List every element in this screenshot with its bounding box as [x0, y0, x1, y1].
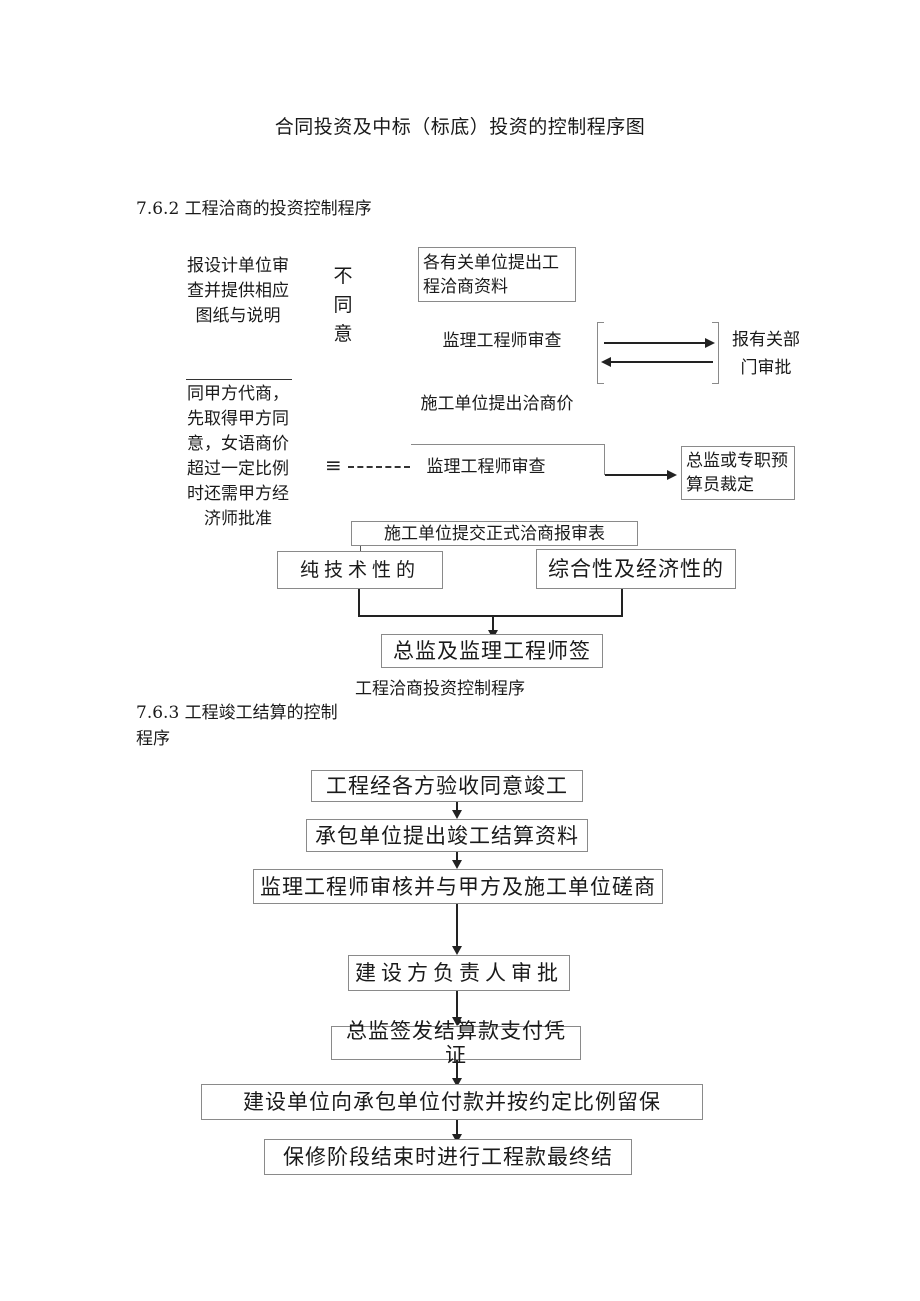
connector-review2-to-chief — [605, 474, 669, 476]
bracket-over-review-2 — [411, 444, 605, 475]
flow-step-2[interactable]: 承包单位提出竣工结算资料 — [306, 819, 588, 852]
label-supervisor-review: 监理工程师审查 — [442, 331, 562, 351]
flow-step-1[interactable]: 工程经各方验收同意竣工 — [311, 770, 583, 802]
arrow-down-step1-step2 — [452, 810, 462, 819]
connector-step5-step6 — [456, 1060, 458, 1082]
connector-merge-horizontal — [358, 615, 623, 617]
flow-step-6[interactable]: 建设单位向承包单位付款并按约定比例留保 — [201, 1084, 703, 1120]
box-pure-technical[interactable]: 纯技术性的 — [277, 551, 443, 589]
triple-bar-icon: ≡ — [325, 453, 342, 477]
arrow-right-to-authority — [705, 338, 715, 348]
divider-left-note — [186, 379, 292, 380]
note-negotiate-with-owner: 同甲方代商，先取得甲方同意，女语商价超过一定比例时还需甲方经济师批准 — [187, 384, 289, 529]
arrow-right-to-chief — [667, 470, 677, 480]
connector-economic-down — [621, 589, 623, 616]
connector-step3-step4 — [456, 904, 458, 950]
dashed-connector — [348, 466, 410, 468]
box-chief-or-budget-officer-ruling[interactable]: 总监或专职预算员裁定 — [681, 446, 795, 500]
arrow-down-step3-step4 — [452, 946, 462, 955]
label-supervisor-review-2: 监理工程师审查 — [426, 457, 546, 477]
connector-authority-to-review — [610, 361, 713, 363]
section-heading-762: 7.6.2 工程洽商的投资控制程序 — [136, 199, 372, 219]
flow-step-4[interactable]: 建设方负责人审批 — [348, 955, 570, 991]
connector-technical-down — [358, 589, 360, 616]
box-chief-and-supervisor-sign[interactable]: 总监及监理工程师签 — [381, 634, 603, 668]
box-comprehensive-economic[interactable]: 综合性及经济性的 — [536, 549, 736, 589]
connector-step1-step2 — [456, 802, 458, 814]
section-heading-763-line2: 程序 — [136, 729, 170, 749]
arrow-down-step4-step5 — [452, 1017, 462, 1026]
connector-form-to-branch — [360, 546, 361, 552]
bracket-left-marker — [597, 322, 604, 384]
connector-merge-down — [492, 615, 494, 633]
flow-step-3[interactable]: 监理工程师审核并与甲方及施工单位磋商 — [253, 869, 663, 904]
connector-step6-step7 — [456, 1120, 458, 1138]
arrow-left-to-review — [601, 357, 611, 367]
label-report-to-authority: 报有关部门审批 — [732, 330, 800, 378]
connector-step4-step5 — [456, 991, 458, 1021]
box-submit-negotiation-materials[interactable]: 各有关单位提出工程洽商资料 — [418, 247, 576, 302]
arrow-down-step6-step7 — [452, 1134, 462, 1143]
arrow-down-step2-step3 — [452, 860, 462, 869]
bracket-right-marker — [712, 322, 719, 384]
connector-step2-step3 — [456, 852, 458, 864]
note-report-to-design-unit: 报设计单位审查并提供相应图纸与说明 — [187, 256, 289, 326]
caption-762: 工程洽商投资控制程序 — [355, 679, 525, 699]
page-title: 合同投资及中标（标底）投资的控制程序图 — [274, 116, 646, 138]
flow-step-5[interactable]: 总监签发结算款支付凭证 — [331, 1019, 581, 1067]
label-contractor-submits-price: 施工单位提出洽商价 — [420, 394, 574, 414]
flow-step-7[interactable]: 保修阶段结束时进行工程款最终结 — [264, 1139, 632, 1175]
connector-review-to-authority — [604, 342, 707, 344]
box-submit-formal-negotiation-form[interactable]: 施工单位提交正式洽商报审表 — [351, 521, 638, 546]
label-disagree-vertical: 不同意 — [333, 265, 353, 345]
section-heading-763-line1: 7.6.3 工程竣工结算的控制 — [136, 703, 338, 723]
arrow-down-step5-step6 — [452, 1078, 462, 1087]
